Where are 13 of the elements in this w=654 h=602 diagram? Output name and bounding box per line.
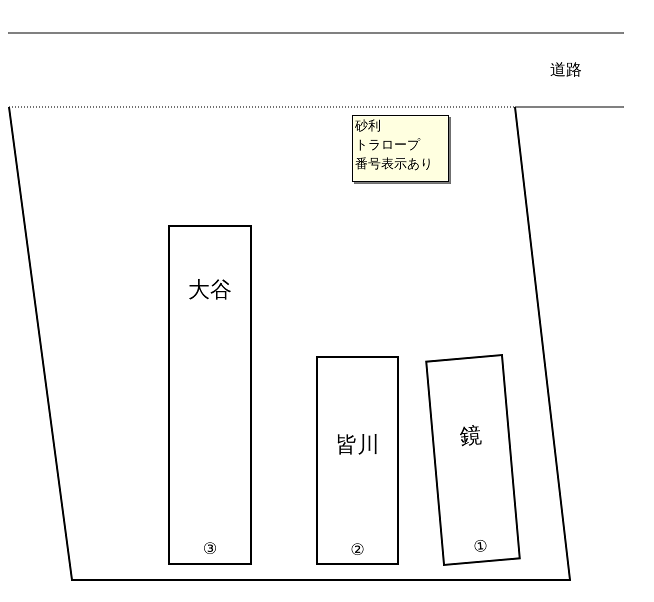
note-text: トラロープ (355, 137, 422, 155)
space-number: ② (350, 540, 365, 559)
space-number: ① (472, 536, 488, 556)
name-label: 大谷 (188, 277, 232, 305)
note-text: 番号表示あり (355, 156, 434, 174)
name-label: 皆川 (336, 432, 380, 460)
parking-space (168, 225, 252, 565)
note-text: 砂利 (355, 118, 382, 136)
space-number: ③ (202, 539, 218, 558)
road-label: 道路 (550, 60, 582, 81)
name-label: 鏡 (458, 422, 484, 452)
parking-space (316, 356, 399, 565)
note-box (352, 115, 449, 182)
